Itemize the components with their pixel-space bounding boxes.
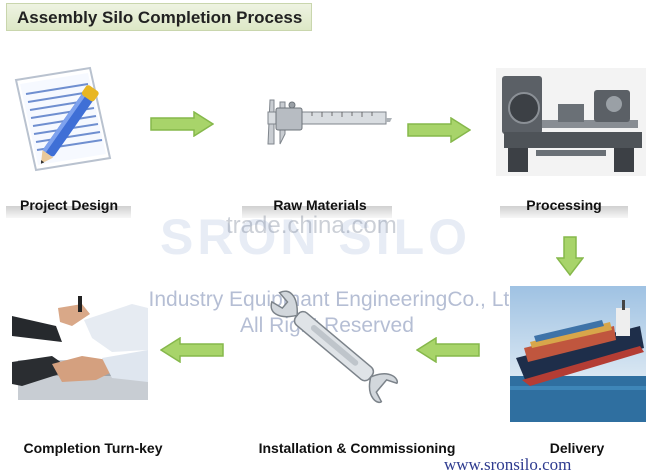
caliper-icon xyxy=(267,99,392,145)
left-arrow-icon xyxy=(416,337,480,363)
cargo-ship-icon xyxy=(510,286,646,422)
step-label-delivery: Delivery xyxy=(549,440,605,456)
step-label-raw-materials: Raw Materials xyxy=(273,197,367,213)
watermark-url: www.sronsilo.com xyxy=(444,455,572,474)
watermark-site: trade.china.com xyxy=(226,212,397,239)
watermark-company-line1: SRON Industry Equipmant EngineeringCo., … xyxy=(82,288,527,311)
down-arrow-icon xyxy=(556,236,584,276)
label-shadow xyxy=(500,206,628,218)
watermark-company-line2: All Right Reserved xyxy=(240,314,414,337)
label-shadow xyxy=(242,206,392,218)
step-label-processing: Processing xyxy=(526,197,602,213)
label-shadow xyxy=(6,206,131,218)
left-arrow-icon xyxy=(160,337,224,363)
right-arrow-icon xyxy=(407,117,471,143)
lathe-machine-icon xyxy=(496,68,646,176)
watermark-brand: SRON SILO xyxy=(160,209,472,265)
right-arrow-icon xyxy=(150,111,214,137)
handshake-icon xyxy=(12,286,148,414)
wrench-icon xyxy=(270,290,398,404)
diagram-title: Assembly Silo Completion Process xyxy=(17,8,303,27)
step-label-project-design: Project Design xyxy=(19,197,119,213)
title-banner: Assembly Silo Completion Process xyxy=(6,3,312,31)
step-label-installation: Installation & Commissioning xyxy=(258,440,456,456)
step-label-completion: Completion Turn-key xyxy=(23,440,163,456)
document-pen-icon xyxy=(14,66,112,172)
